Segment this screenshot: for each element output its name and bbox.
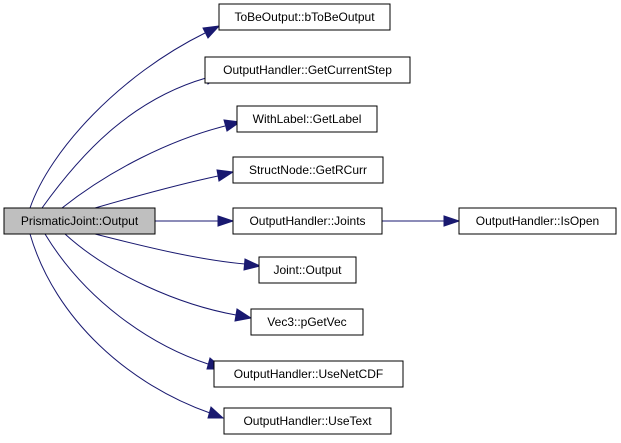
node-isopen-label: OutputHandler::IsOpen <box>476 214 599 228</box>
node-jointoutput-label: Joint::Output <box>273 263 342 277</box>
edge-root-to-usenetcdf <box>44 233 225 370</box>
node-tobeoutput[interactable]: ToBeOutput::bToBeOutput <box>218 3 391 31</box>
node-getcurrentstep-label: OutputHandler::GetCurrentStep <box>223 63 392 77</box>
node-pgetvec[interactable]: Vec3::pGetVec <box>250 308 364 336</box>
node-usenetcdf[interactable]: OutputHandler::UseNetCDF <box>213 360 404 388</box>
node-getrcurr[interactable]: StructNode::GetRCurr <box>232 156 384 184</box>
node-usetext-label: OutputHandler::UseText <box>243 414 372 428</box>
node-joints-label: OutputHandler::Joints <box>249 214 365 228</box>
root-node-label: PrismaticJoint::Output <box>21 214 139 228</box>
node-getlabel[interactable]: WithLabel::GetLabel <box>236 105 378 133</box>
root-node[interactable]: PrismaticJoint::Output <box>3 207 156 235</box>
node-usetext[interactable]: OutputHandler::UseText <box>223 407 392 435</box>
node-joints[interactable]: OutputHandler::Joints <box>232 207 383 235</box>
node-getrcurr-label: StructNode::GetRCurr <box>249 163 367 177</box>
edge-root-to-tobeoutput <box>29 25 221 209</box>
edge-root-to-getrcurr <box>94 169 235 209</box>
edge-root-to-pgetvec <box>64 233 253 322</box>
node-pgetvec-label: Vec3::pGetVec <box>267 315 346 329</box>
edge-joints-to-isopen <box>382 215 461 227</box>
nodes-layer: PrismaticJoint::Output ToBeOutput::bToBe… <box>3 3 617 435</box>
edge-root-to-getcurrentstep <box>41 72 223 209</box>
node-getcurrentstep[interactable]: OutputHandler::GetCurrentStep <box>204 56 411 84</box>
node-tobeoutput-label: ToBeOutput::bToBeOutput <box>234 10 375 24</box>
edge-root-to-getlabel <box>61 119 242 209</box>
edge-root-to-jointoutput <box>94 233 262 271</box>
node-getlabel-label: WithLabel::GetLabel <box>253 112 362 126</box>
edge-root-to-joints <box>155 215 235 227</box>
node-usenetcdf-label: OutputHandler::UseNetCDF <box>234 367 383 381</box>
node-jointoutput[interactable]: Joint::Output <box>258 256 357 284</box>
edge-root-to-usetext <box>29 233 225 419</box>
node-isopen[interactable]: OutputHandler::IsOpen <box>458 207 617 235</box>
